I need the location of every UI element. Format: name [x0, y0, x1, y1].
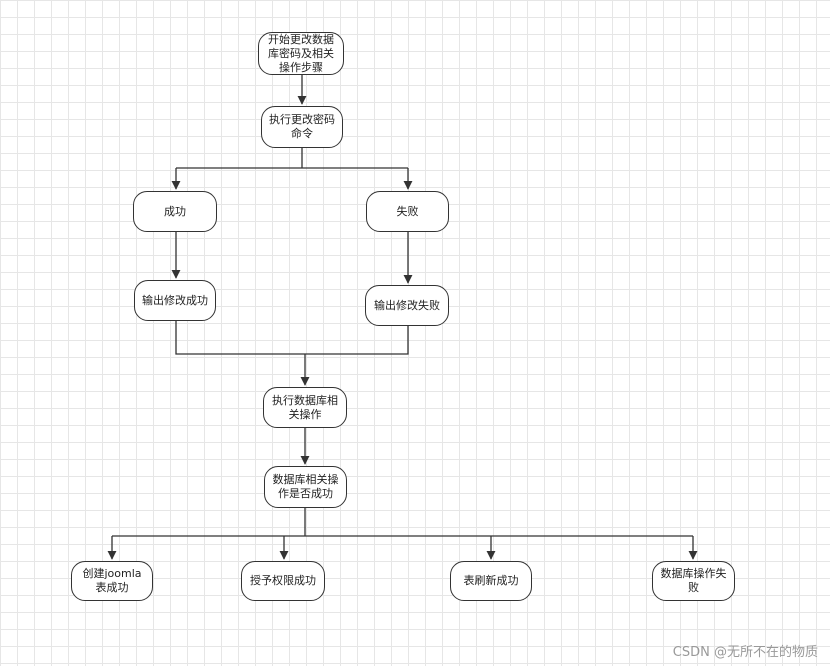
node-fail: 失败 [366, 191, 449, 232]
edge-check-to-split [112, 508, 693, 537]
node-db-ops-check: 数据库相关操 作是否成功 [264, 466, 347, 508]
node-db-op-fail: 数据库操作失 败 [652, 561, 735, 601]
node-start: 开始更改数据 库密码及相关 操作步骤 [258, 32, 344, 75]
node-exec-change: 执行更改密码 命令 [261, 106, 343, 148]
node-output-fail: 输出修改失败 [365, 285, 449, 326]
node-grant-perm: 授予权限成功 [241, 561, 325, 601]
node-output-success: 输出修改成功 [134, 280, 216, 321]
node-table-refresh: 表刷新成功 [450, 561, 532, 601]
edge-outputs-merge [175, 321, 409, 355]
edge-exec-to-branch [176, 148, 408, 169]
watermark: CSDN @无所不在的物质 [672, 645, 818, 660]
node-exec-db-ops: 执行数据库相 关操作 [263, 387, 347, 428]
node-success: 成功 [133, 191, 217, 232]
node-create-joomla: 创建joomla 表成功 [71, 561, 153, 601]
